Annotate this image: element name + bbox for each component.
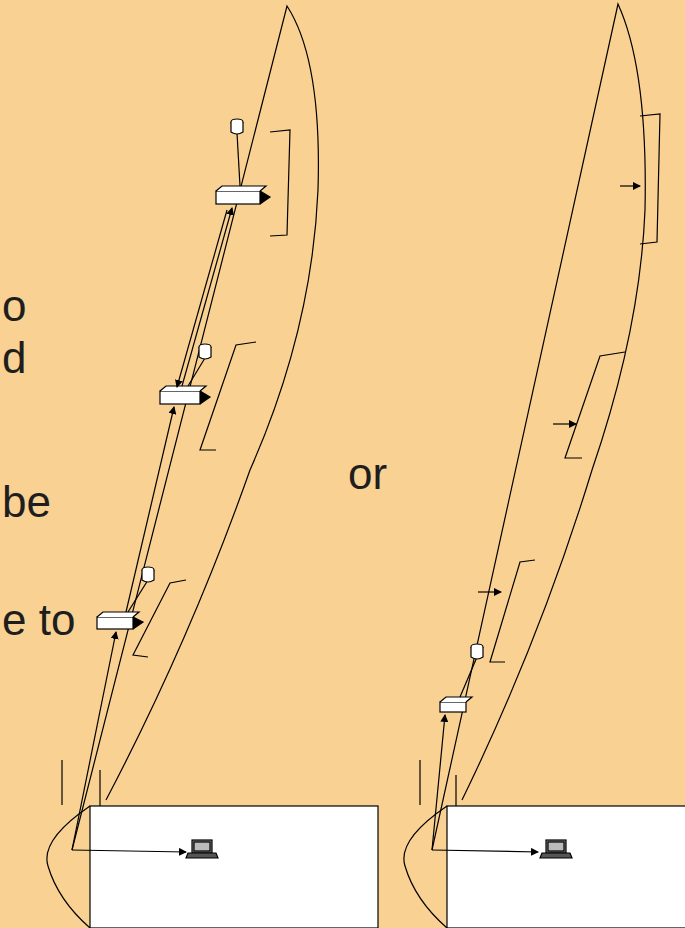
actuator-device — [440, 644, 483, 712]
slide-text-fragment: o — [2, 284, 26, 328]
actuator-device — [97, 567, 154, 629]
slide-text-fragment: be — [2, 480, 51, 524]
laptop-icon — [540, 840, 572, 858]
fuselage-box — [90, 806, 378, 928]
flap — [490, 560, 535, 662]
slide-text-fragment: e to — [2, 598, 75, 642]
flap — [640, 114, 660, 244]
flap — [270, 130, 290, 236]
fuselage-nose — [404, 806, 447, 928]
separator-word: or — [348, 452, 387, 496]
flap — [200, 342, 256, 450]
actuator-device — [216, 119, 270, 204]
wing-outline — [432, 4, 645, 850]
fuselage-box — [447, 806, 685, 928]
fuselage-nose — [47, 806, 90, 928]
slide-text-fragment: d — [2, 336, 26, 380]
wing-outline — [72, 6, 318, 850]
flap — [565, 352, 625, 458]
laptop-icon — [186, 840, 218, 858]
